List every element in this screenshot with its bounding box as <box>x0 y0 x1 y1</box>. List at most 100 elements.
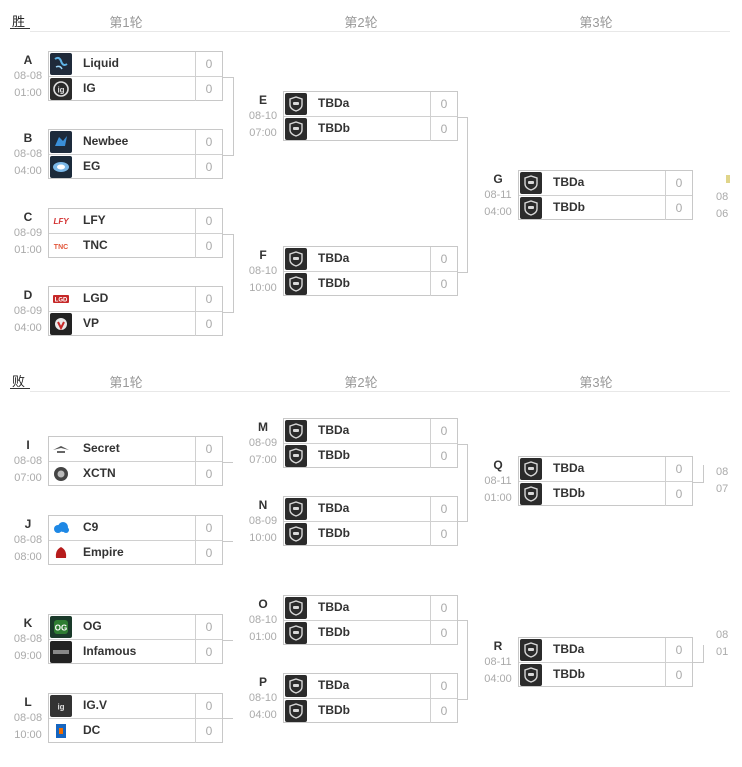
team-row[interactable]: TBDb 0 <box>284 621 457 645</box>
team-row[interactable]: TBDa 0 <box>519 638 692 663</box>
match-box-n[interactable]: TBDa 0 TBDb 0 <box>283 496 458 546</box>
match-box-j[interactable]: C9 0 Empire 0 <box>48 515 223 565</box>
match-time: 07:00 <box>249 454 277 466</box>
team-row[interactable]: TBDb 0 <box>284 444 457 468</box>
match-id: J <box>24 517 32 531</box>
match-time: 04:00 <box>484 673 512 685</box>
winners-bracket-label: 胜 <box>12 14 26 29</box>
team-row[interactable]: VP 0 <box>49 312 222 336</box>
team-row[interactable]: TNC TNC 0 <box>49 234 222 258</box>
eg-logo <box>50 156 72 178</box>
team-row[interactable]: OG OG 0 <box>49 615 222 640</box>
match-id: F <box>259 248 267 262</box>
match-info-j: J 08-08 08:00 <box>8 516 48 566</box>
match-id: P <box>258 675 267 689</box>
team-row[interactable]: Newbee 0 <box>49 130 222 155</box>
team-row[interactable]: TBDb 0 <box>519 482 692 506</box>
match-date: 08-08 <box>13 148 43 160</box>
team-row[interactable]: DC 0 <box>49 719 222 743</box>
connector <box>223 234 233 235</box>
svg-text:TNC: TNC <box>54 244 68 251</box>
team-row[interactable]: EG 0 <box>49 155 222 179</box>
losers-round-1-label: 第1轮 <box>109 375 143 390</box>
match-box-p[interactable]: TBDa 0 TBDb 0 <box>283 673 458 723</box>
team-score: 0 <box>195 52 222 76</box>
team-row[interactable]: TBDb 0 <box>284 699 457 723</box>
connector <box>233 234 234 313</box>
team-row[interactable]: TBDa 0 <box>284 674 457 699</box>
team-name: Liquid <box>83 56 119 70</box>
match-info-n: N 08-09 10:00 <box>243 497 283 547</box>
team-name: IG <box>83 81 96 95</box>
team-score: 0 <box>195 615 222 639</box>
team-row[interactable]: TBDb 0 <box>519 196 692 220</box>
team-row[interactable]: TBDb 0 <box>284 272 457 296</box>
match-box-b[interactable]: Newbee 0 EG 0 <box>48 129 223 179</box>
team-name: TBDa <box>318 251 350 265</box>
team-row[interactable]: Infamous 0 <box>49 640 222 664</box>
team-row[interactable]: TBDb 0 <box>284 117 457 141</box>
team-row[interactable]: TBDa 0 <box>284 596 457 621</box>
team-row[interactable]: TBDa 0 <box>284 247 457 272</box>
match-box-a[interactable]: Liquid 0 ig IG 0 <box>48 51 223 101</box>
lfy-logo: LFY <box>50 210 72 232</box>
match-time: 01:00 <box>14 244 42 256</box>
tbd-shield-icon <box>285 700 307 722</box>
match-box-q[interactable]: TBDa 0 TBDb 0 <box>518 456 693 506</box>
match-info-r: R 08-11 04:00 <box>478 638 518 688</box>
connector <box>467 444 468 522</box>
team-row[interactable]: ig IG.V 0 <box>49 694 222 719</box>
winners-round-2-label: 第2轮 <box>344 15 378 30</box>
team-row[interactable]: LFY LFY 0 <box>49 209 222 234</box>
winners-round-1-label: 第1轮 <box>109 15 143 30</box>
team-name: Empire <box>83 545 124 559</box>
team-score: 0 <box>430 247 457 271</box>
team-row[interactable]: TBDb 0 <box>519 663 692 687</box>
tbd-shield-icon <box>520 664 542 686</box>
match-box-c[interactable]: LFY LFY 0 TNC TNC 0 <box>48 208 223 258</box>
team-row[interactable]: TBDb 0 <box>284 522 457 546</box>
team-name: XCTN <box>83 466 116 480</box>
team-score: 0 <box>430 497 457 521</box>
team-row[interactable]: LGD LGD 0 <box>49 287 222 312</box>
team-name: IG.V <box>83 698 108 712</box>
match-id: I <box>26 438 30 452</box>
match-box-r[interactable]: TBDa 0 TBDb 0 <box>518 637 693 687</box>
team-row[interactable]: TBDa 0 <box>519 457 692 482</box>
match-time: 07:00 <box>249 127 277 139</box>
team-name: TBDb <box>318 703 350 717</box>
team-row[interactable]: Empire 0 <box>49 541 222 565</box>
team-row[interactable]: Secret 0 <box>49 437 222 462</box>
team-row[interactable]: XCTN 0 <box>49 462 222 486</box>
team-score: 0 <box>195 437 222 461</box>
match-box-o[interactable]: TBDa 0 TBDb 0 <box>283 595 458 645</box>
team-score: 0 <box>195 640 222 664</box>
match-box-m[interactable]: TBDa 0 TBDb 0 <box>283 418 458 468</box>
team-row[interactable]: Liquid 0 <box>49 52 222 77</box>
team-row[interactable]: ig IG 0 <box>49 77 222 101</box>
team-row[interactable]: C9 0 <box>49 516 222 541</box>
match-time: 07:00 <box>14 472 42 484</box>
match-box-l[interactable]: ig IG.V 0 DC 0 <box>48 693 223 743</box>
match-time: 04:00 <box>14 165 42 177</box>
match-date: 08-08 <box>13 633 43 645</box>
c9-logo <box>50 517 72 539</box>
team-row[interactable]: TBDa 0 <box>284 419 457 444</box>
tbd-shield-icon <box>285 248 307 270</box>
match-box-e[interactable]: TBDa 0 TBDb 0 <box>283 91 458 141</box>
team-row[interactable]: TBDa 0 <box>284 497 457 522</box>
match-box-d[interactable]: LGD LGD 0 VP 0 <box>48 286 223 336</box>
tnc-logo: TNC <box>50 235 72 257</box>
connector <box>458 521 467 522</box>
team-score: 0 <box>430 92 457 116</box>
connector <box>223 312 233 313</box>
match-box-k[interactable]: OG OG 0 Infamous 0 <box>48 614 223 664</box>
team-score: 0 <box>195 287 222 311</box>
match-box-i[interactable]: Secret 0 XCTN 0 <box>48 436 223 486</box>
match-info-q: Q 08-11 01:00 <box>478 457 518 507</box>
team-row[interactable]: TBDa 0 <box>284 92 457 117</box>
team-row[interactable]: TBDa 0 <box>519 171 692 196</box>
match-box-g[interactable]: TBDa 0 TBDb 0 <box>518 170 693 220</box>
igv-logo: ig <box>50 695 72 717</box>
match-box-f[interactable]: TBDa 0 TBDb 0 <box>283 246 458 296</box>
